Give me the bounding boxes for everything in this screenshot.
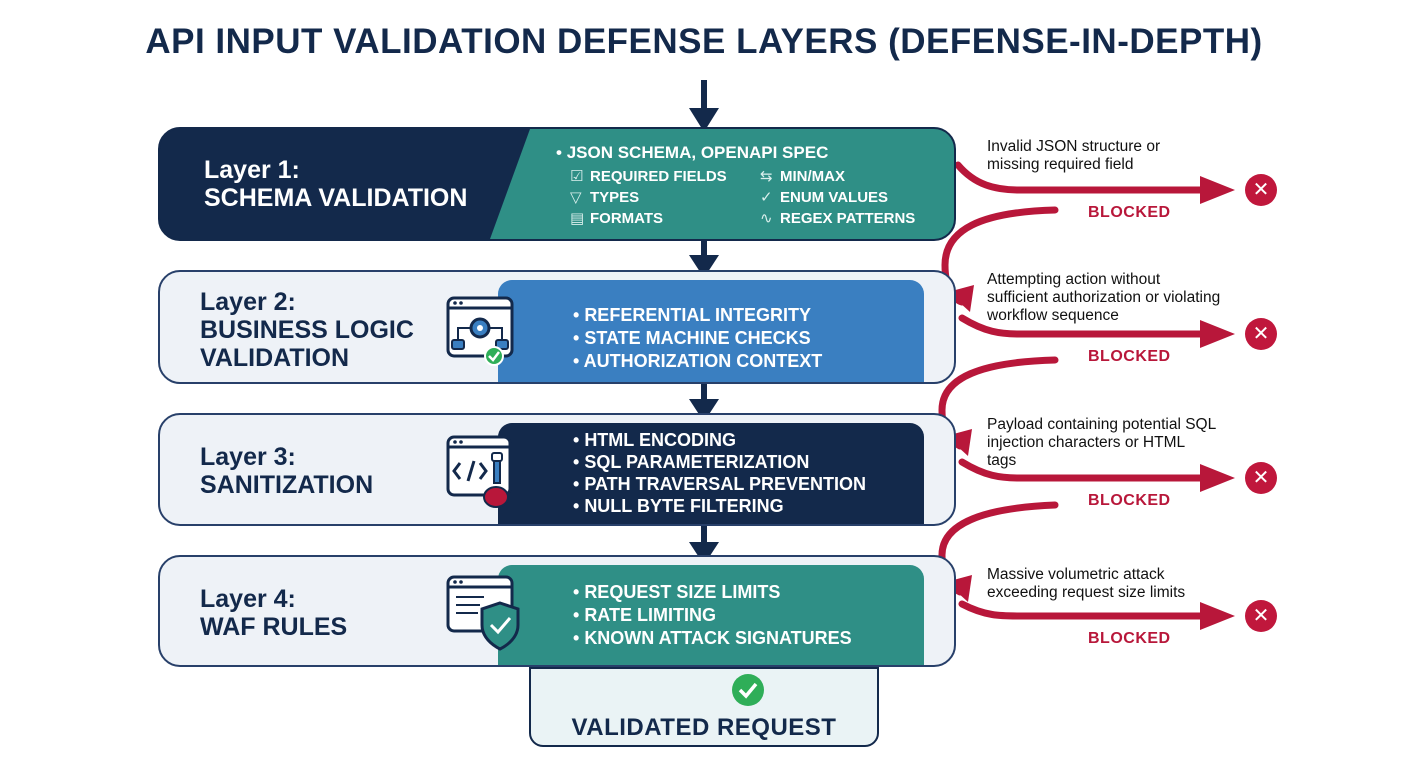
feature-regex-patterns: ∿REGEX PATTERNS bbox=[760, 210, 916, 227]
validated-request-box: VALIDATED REQUEST bbox=[529, 667, 879, 747]
reject-arrowhead-4 bbox=[1200, 602, 1235, 630]
layer-1-detail-panel: JSON SCHEMA, OPENAPI SPEC ☑REQUIRED FIEL… bbox=[490, 129, 954, 239]
reject-arrowhead-3 bbox=[1200, 464, 1235, 492]
layer-3-name: Layer 3: SANITIZATION bbox=[200, 443, 374, 499]
page-title: API INPUT VALIDATION DEFENSE LAYERS (DEF… bbox=[145, 22, 1263, 61]
flow-arrow-2-3 bbox=[689, 383, 719, 422]
layer-4-detail-panel: REQUEST SIZE LIMITS RATE LIMITING KNOWN … bbox=[498, 565, 924, 665]
layer-2-bullets: REFERENTIAL INTEGRITY STATE MACHINE CHEC… bbox=[573, 304, 823, 373]
reject-arrow-3 bbox=[958, 458, 1209, 482]
layer-2-bullet: AUTHORIZATION CONTEXT bbox=[573, 350, 823, 373]
check-circle-icon: ✓ bbox=[760, 189, 773, 206]
layer-1-feature-grid: ☑REQUIRED FIELDS ⇆MIN/MAX ▽TYPES ✓ENUM V… bbox=[570, 167, 930, 229]
blocked-label-3: BLOCKED bbox=[1088, 492, 1171, 509]
reject-arrowhead-1 bbox=[1200, 176, 1235, 204]
layer-1-schema-validation: JSON SCHEMA, OPENAPI SPEC ☑REQUIRED FIEL… bbox=[158, 127, 956, 241]
code-sanitizer-icon bbox=[446, 435, 512, 508]
layer-2-name: Layer 2: BUSINESS LOGIC VALIDATION bbox=[200, 288, 414, 372]
layer-4-name: Layer 4: WAF RULES bbox=[200, 585, 348, 641]
layer-3-bullets: HTML ENCODING SQL PARAMETERIZATION PATH … bbox=[573, 429, 866, 517]
layer-3-bullet: SQL PARAMETERIZATION bbox=[573, 451, 866, 473]
block-description-4: Massive volumetric attack exceeding requ… bbox=[987, 566, 1186, 601]
layer-3-bullet: HTML ENCODING bbox=[573, 429, 866, 451]
layer-4-bullet: RATE LIMITING bbox=[573, 604, 852, 627]
layer-1-bullets: JSON SCHEMA, OPENAPI SPEC bbox=[556, 141, 829, 164]
range-arrows-icon: ⇆ bbox=[760, 168, 773, 185]
blocked-label-4: BLOCKED bbox=[1088, 630, 1171, 647]
layer-2-bullet: STATE MACHINE CHECKS bbox=[573, 327, 822, 350]
layer-4-bullets: REQUEST SIZE LIMITS RATE LIMITING KNOWN … bbox=[573, 581, 852, 650]
layer-3-detail-panel: HTML ENCODING SQL PARAMETERIZATION PATH … bbox=[498, 423, 924, 524]
layer-2-detail-panel: REFERENTIAL INTEGRITY STATE MACHINE CHEC… bbox=[498, 280, 924, 382]
feature-formats: ▤FORMATS bbox=[570, 210, 664, 227]
layer-3-sanitization: HTML ENCODING SQL PARAMETERIZATION PATH … bbox=[158, 413, 956, 526]
x-circle-icon: ✕ bbox=[1245, 318, 1277, 350]
block-description-2: Attempting action without sufficient aut… bbox=[987, 271, 1221, 324]
check-circle-icon bbox=[732, 674, 764, 706]
x-circle-icon: ✕ bbox=[1245, 462, 1277, 494]
layer-1-name: Layer 1: SCHEMA VALIDATION bbox=[204, 156, 468, 212]
layer-4-bullet: KNOWN ATTACK SIGNATURES bbox=[573, 627, 851, 650]
blocked-label-1: BLOCKED bbox=[1088, 204, 1171, 221]
layer-4-waf-rules: REQUEST SIZE LIMITS RATE LIMITING KNOWN … bbox=[158, 555, 956, 667]
validated-request-label: VALIDATED REQUEST bbox=[571, 714, 837, 741]
feature-enum-values: ✓ENUM VALUES bbox=[760, 189, 889, 206]
feature-required-fields: ☑REQUIRED FIELDS bbox=[570, 168, 727, 185]
block-description-3: Payload containing potential SQL injecti… bbox=[987, 416, 1216, 469]
flow-arrow-entry bbox=[689, 80, 719, 132]
layer-1-bullet: JSON SCHEMA, OPENAPI SPEC bbox=[556, 141, 829, 164]
regex-icon: ∿ bbox=[760, 210, 773, 227]
layer-4-bullet: REQUEST SIZE LIMITS bbox=[573, 581, 852, 604]
reject-arrow-1 bbox=[954, 161, 1209, 194]
shield-check-icon bbox=[446, 575, 520, 651]
reject-arrow-4 bbox=[958, 600, 1209, 620]
x-circle-icon: ✕ bbox=[1245, 174, 1277, 206]
layer-3-bullet: NULL BYTE FILTERING bbox=[573, 495, 866, 517]
reject-arrowhead-2 bbox=[1200, 320, 1235, 348]
blocked-label-2: BLOCKED bbox=[1088, 348, 1171, 365]
flow-arrow-3-4 bbox=[689, 525, 719, 565]
workflow-gear-icon bbox=[446, 296, 514, 366]
feature-min-max: ⇆MIN/MAX bbox=[760, 168, 845, 185]
feature-types: ▽TYPES bbox=[570, 189, 640, 206]
reject-arrow-2 bbox=[958, 314, 1209, 338]
checkbox-icon: ☑ bbox=[570, 168, 584, 185]
filter-icon: ▽ bbox=[570, 189, 582, 206]
document-icon: ▤ bbox=[570, 210, 585, 227]
x-circle-icon: ✕ bbox=[1245, 600, 1277, 632]
layer-2-bullet: REFERENTIAL INTEGRITY bbox=[573, 304, 822, 327]
flow-arrow-1-2 bbox=[689, 240, 719, 278]
layer-3-bullet: PATH TRAVERSAL PREVENTION bbox=[573, 473, 866, 495]
block-description-1: Invalid JSON structure or missing requir… bbox=[987, 138, 1161, 173]
layer-2-business-logic: REFERENTIAL INTEGRITY STATE MACHINE CHEC… bbox=[158, 270, 956, 384]
